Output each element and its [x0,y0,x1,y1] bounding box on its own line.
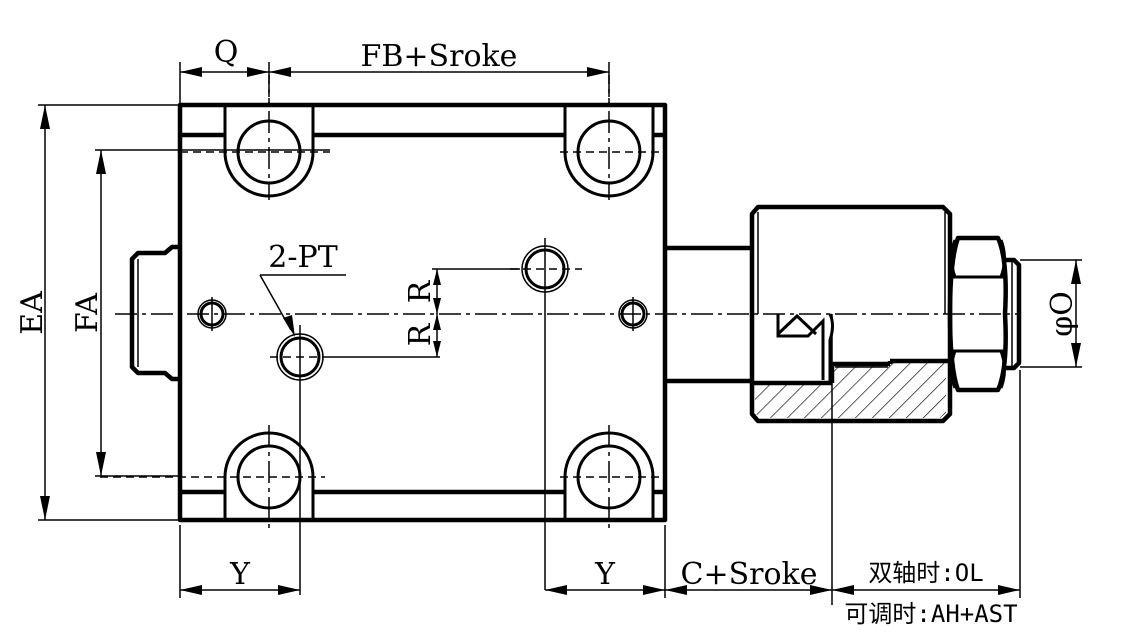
pin-hole-left [197,297,227,331]
port-lower [270,325,330,595]
mounting-hole-top-left [180,75,330,200]
dim-label-phi-o: φO [1045,291,1080,337]
label-2pt: 2-PT [268,240,337,275]
dim-top: Q FB+Sroke [179,35,610,105]
port-upper [510,238,582,590]
left-boss [129,244,180,382]
dim-label-r-upper: R [403,279,438,303]
main-body [177,102,668,523]
mounting-hole-bottom-right [560,425,665,530]
dim-label-ah-ast: 可调时:AH+AST [844,600,1017,628]
dim-label-y-left: Y [229,557,251,592]
dim-label-fa: FA [70,293,105,333]
dim-rod-diameter: φO [1020,259,1082,368]
dim-label-r-lower: R [403,322,438,346]
mounting-hole-bottom-left [100,425,325,530]
end-cap [749,204,953,605]
pin-hole-right [618,297,648,331]
dim-label-ea: EA [15,291,50,335]
hex-nut [947,235,1022,393]
dim-label-fb-stroke: FB+Sroke [361,39,518,74]
rod-neck [665,245,752,384]
dim-left: EA FA [15,104,330,521]
dim-label-q: Q [214,35,239,70]
dim-bottom: Y Y C+Sroke 双轴时:OL 可调时:AH+AST [179,370,1021,628]
dim-r: R R [330,268,520,358]
leader-2pt: 2-PT [259,240,346,337]
mounting-hole-top-right [560,75,665,200]
dim-label-y-right: Y [594,557,616,592]
dim-label-ol: 双轴时:OL [868,559,983,587]
dim-label-c-stroke: C+Sroke [681,557,818,592]
